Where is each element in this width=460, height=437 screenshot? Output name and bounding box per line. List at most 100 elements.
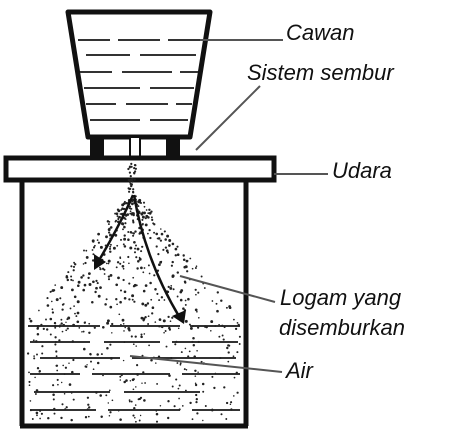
particle-dot: [88, 331, 91, 335]
particle-dot: [59, 324, 62, 327]
particle-dot: [144, 303, 148, 307]
particle-dot: [131, 298, 134, 301]
particle-dot: [168, 374, 171, 377]
cup-liquid-lines: [78, 39, 200, 121]
particle-dot: [42, 327, 45, 331]
particle-dot: [132, 378, 135, 381]
particle-dot: [119, 289, 123, 292]
particle-dot: [188, 350, 191, 353]
particle-dot: [105, 298, 108, 301]
particle-dot: [123, 245, 127, 248]
particle-dot: [82, 330, 85, 333]
particle-dot: [110, 357, 113, 360]
particle-dot: [187, 355, 190, 358]
particle-dot: [230, 401, 233, 404]
leader-air: [129, 355, 283, 373]
particle-dot: [162, 319, 166, 323]
particle-dot: [28, 384, 31, 387]
particle-dot: [141, 218, 144, 221]
particle-dot: [31, 418, 34, 420]
particle-dot: [194, 369, 197, 373]
particle-dot: [154, 321, 157, 323]
left-support: [90, 137, 104, 159]
particle-dot: [122, 228, 124, 231]
particle-dot: [177, 387, 180, 390]
particle-dot: [73, 305, 75, 307]
particle-dot: [97, 232, 100, 236]
particle-dot: [41, 345, 44, 348]
particle-dot: [171, 260, 174, 264]
particle-dot: [196, 310, 198, 313]
spray-arrows: [96, 194, 182, 319]
particle-dot: [223, 386, 226, 389]
particle-dot: [157, 253, 160, 256]
particle-dot: [71, 288, 74, 292]
particle-dot: [94, 244, 96, 247]
particle-dot: [222, 338, 225, 341]
particle-dot: [118, 313, 121, 316]
particle-dot: [166, 251, 169, 254]
particle-dot: [194, 308, 198, 312]
particle-dot: [119, 262, 122, 265]
particle-dot: [92, 280, 95, 284]
particle-dot: [163, 230, 166, 233]
particle-dot: [82, 274, 85, 277]
particle-dot: [55, 350, 58, 353]
particle-dot: [147, 216, 150, 219]
particle-dot: [66, 327, 69, 330]
particle-dot: [92, 253, 95, 256]
particle-dot: [174, 343, 177, 346]
particle-dot: [202, 390, 205, 393]
particle-dot: [103, 273, 106, 275]
particle-dot: [84, 416, 88, 419]
particle-dot: [163, 299, 166, 301]
particle-dot: [168, 244, 171, 247]
particle-dot: [235, 371, 238, 374]
particle-dot: [64, 408, 67, 410]
particle-dot: [119, 323, 122, 326]
particle-dot: [67, 271, 70, 274]
particle-dot: [187, 297, 190, 301]
particle-dot: [51, 311, 55, 314]
particle-dot: [128, 190, 131, 193]
particle-dot: [126, 213, 130, 216]
particle-dot: [89, 353, 92, 356]
particle-dot: [96, 282, 99, 285]
particle-dot: [137, 260, 140, 263]
particle-dot: [50, 300, 53, 303]
particle-dot: [133, 283, 137, 287]
particle-dot: [234, 327, 238, 331]
particle-dot: [139, 414, 142, 417]
particle-dot: [128, 329, 131, 332]
particle-dot: [194, 382, 197, 384]
particle-dot: [78, 327, 81, 329]
particle-dot: [100, 415, 103, 419]
particle-dot: [106, 346, 109, 350]
particle-dot: [61, 303, 64, 306]
particle-dot: [165, 249, 169, 253]
particle-dot: [66, 278, 70, 282]
particle-dot: [181, 405, 184, 407]
particle-dot: [130, 213, 133, 216]
particle-dot: [196, 412, 199, 415]
particle-dot: [87, 276, 90, 280]
particle-dot: [46, 304, 50, 307]
particle-dot: [122, 278, 125, 282]
particle-dot: [186, 259, 189, 262]
particle-dot: [169, 320, 172, 323]
particle-dot: [191, 418, 194, 421]
particle-dot: [160, 326, 163, 328]
particle-dot: [107, 228, 111, 232]
particle-dot: [128, 400, 131, 403]
particle-dot: [150, 216, 153, 219]
particle-dot: [167, 315, 170, 319]
particle-dot: [140, 250, 143, 253]
particle-dot: [57, 383, 59, 386]
particle-dot: [140, 212, 144, 216]
particle-dot: [163, 331, 165, 334]
particle-dot: [60, 286, 64, 290]
particle-dot: [132, 234, 135, 237]
particle-dot: [129, 210, 132, 213]
spray-system: [90, 136, 180, 162]
particle-dot: [147, 323, 150, 325]
